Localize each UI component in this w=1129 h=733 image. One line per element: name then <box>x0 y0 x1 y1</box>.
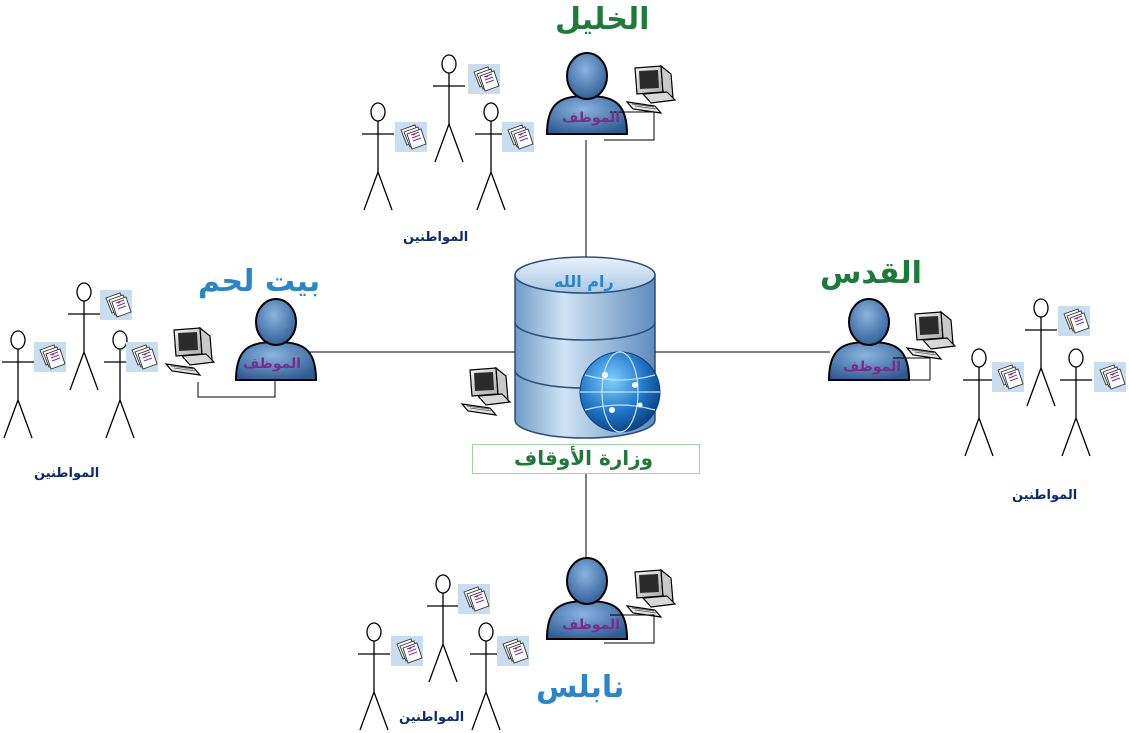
staff-label-bethlehem: الموظف <box>243 356 302 372</box>
document-icon <box>501 121 535 153</box>
document-icon <box>991 361 1025 393</box>
computer-icon <box>626 65 676 114</box>
ramallah-label: رام الله <box>554 272 614 291</box>
staff-label-hebron: الموظف <box>562 110 621 126</box>
city-label-nablus: نابلس <box>536 670 625 705</box>
globe-icon <box>579 351 661 433</box>
stick-figure-icon <box>426 574 460 683</box>
staff-label-nablus: الموظف <box>562 617 621 633</box>
document-icon <box>457 583 491 615</box>
stick-figure-icon <box>361 102 395 211</box>
document-icon <box>1093 361 1127 393</box>
document-icon <box>99 289 133 321</box>
citizens-label-bethlehem: المواطنين <box>34 466 100 481</box>
stick-figure-icon <box>67 282 101 391</box>
city-label-hebron: الخليل <box>555 2 650 37</box>
computer-icon <box>626 569 676 618</box>
document-icon <box>467 63 501 95</box>
ministry-label-box <box>472 444 700 474</box>
computer-icon <box>461 367 511 416</box>
stick-figure-icon <box>1 330 35 439</box>
ministry-label: وزارة الأوقاف <box>514 446 654 470</box>
document-icon <box>33 341 67 373</box>
citizens-label-nablus: المواطنين <box>399 710 465 725</box>
computer-icon <box>165 327 215 376</box>
stick-figure-icon <box>474 102 508 211</box>
document-icon <box>125 341 159 373</box>
document-icon <box>394 121 428 153</box>
city-label-jerusalem: القدس <box>820 256 922 291</box>
stick-figure-icon <box>357 622 391 731</box>
stick-figure-icon <box>1059 348 1093 457</box>
citizens-label-jerusalem: المواطنين <box>1012 488 1078 503</box>
staff-label-jerusalem: الموظف <box>843 359 902 375</box>
stick-figure-icon <box>432 54 466 163</box>
document-icon <box>496 635 530 667</box>
connection-lines <box>290 140 830 570</box>
stick-figure-icon <box>1024 298 1058 407</box>
city-label-bethlehem: بيت لحم <box>198 264 321 299</box>
citizens-label-hebron: المواطنين <box>403 230 469 245</box>
document-icon <box>390 635 424 667</box>
computer-icon <box>906 311 956 360</box>
stick-figure-icon <box>962 348 996 457</box>
document-icon <box>1057 305 1091 337</box>
